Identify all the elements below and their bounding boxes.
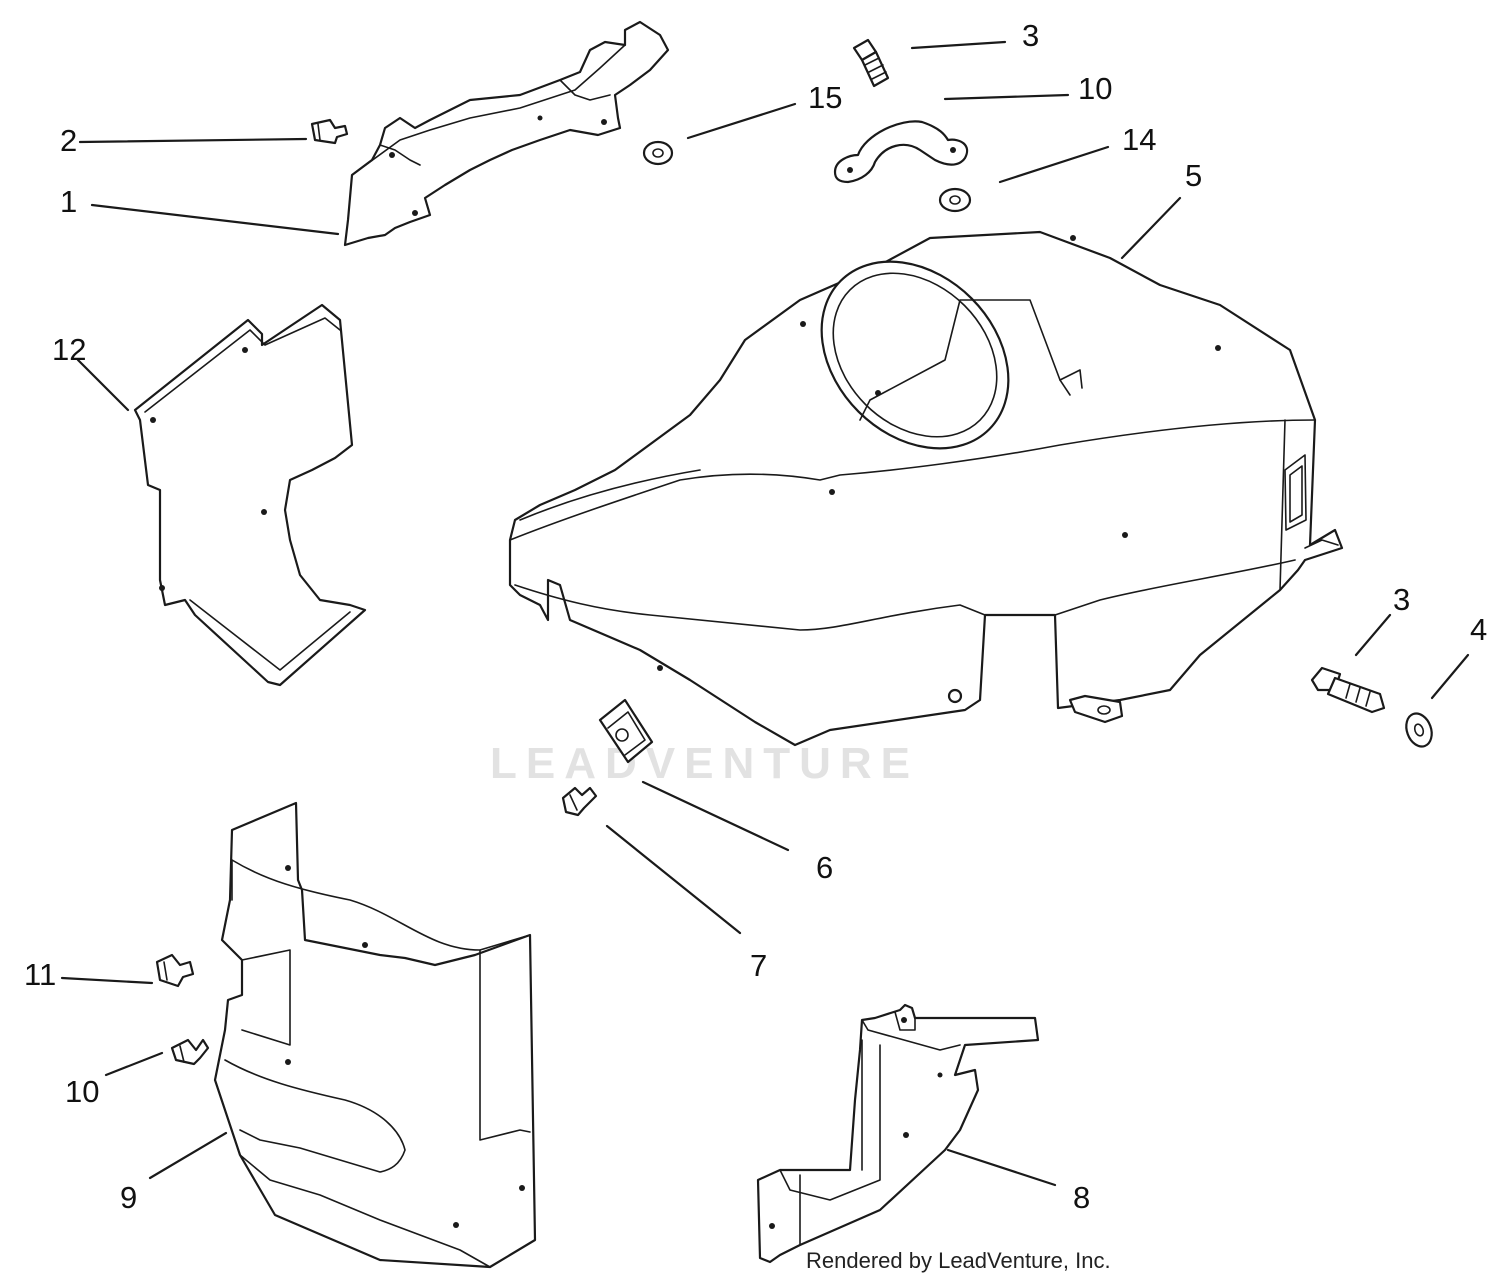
callout-15: 15: [808, 80, 842, 115]
part-9-lower-shield[interactable]: [213, 801, 537, 1269]
callout-3-right: 3: [1393, 582, 1410, 617]
part-10-screw[interactable]: [170, 1038, 210, 1066]
callout-labels: 3 10 15 2 14 5 1 12 3 4 6 7 11 10 9 8: [24, 18, 1487, 1215]
callout-1: 1: [60, 184, 77, 219]
part-11-screw[interactable]: [155, 953, 195, 988]
part-2-screw[interactable]: [310, 118, 349, 145]
callout-12: 10: [1078, 71, 1112, 106]
part-8-lower-bracket[interactable]: [756, 1003, 1040, 1264]
watermark-text: LEADVENTURE: [490, 739, 919, 788]
leader-12: [943, 93, 1070, 101]
leader-3-upper: [910, 40, 1007, 50]
leader-15: [686, 102, 797, 140]
callout-13: 12: [52, 332, 86, 367]
leader-6: [641, 780, 790, 852]
part-1-baffle[interactable]: [343, 20, 670, 247]
leader-9: [148, 1131, 228, 1180]
rendered-by-credit: Rendered by LeadVenture, Inc.: [806, 1248, 1111, 1273]
leader-2: [78, 137, 308, 144]
leader-10: [104, 1051, 164, 1077]
callout-14: 14: [1122, 122, 1156, 157]
part-3-bolt-upper[interactable]: [852, 38, 890, 88]
part-12-clamp[interactable]: [833, 120, 969, 184]
callout-8: 8: [1073, 1180, 1090, 1215]
leader-1: [90, 203, 340, 236]
part-14-washer[interactable]: [938, 187, 972, 213]
part-15-washer[interactable]: [642, 140, 674, 166]
leader-7: [605, 824, 742, 935]
leader-4: [1430, 653, 1470, 700]
leader-3-right: [1354, 613, 1392, 657]
part-5-blower-housing[interactable]: [508, 224, 1344, 747]
leader-5: [1120, 196, 1182, 260]
part-4-washer[interactable]: [1402, 710, 1436, 750]
part-13-side-shield[interactable]: [133, 303, 367, 687]
callout-3-upper: 3: [1022, 18, 1039, 53]
callout-2: 2: [60, 123, 77, 158]
callout-6: 6: [816, 850, 833, 885]
leader-8: [946, 1148, 1057, 1187]
part-7-screw[interactable]: [561, 786, 598, 817]
leader-11: [60, 976, 154, 985]
part-3-bolt-right[interactable]: [1310, 666, 1386, 714]
callout-11: 11: [24, 957, 56, 992]
leader-13: [76, 358, 130, 412]
callout-10: 10: [65, 1074, 99, 1109]
callout-7: 7: [750, 948, 767, 983]
leader-14: [998, 145, 1110, 184]
callout-9: 9: [120, 1180, 137, 1215]
part-6-clip-nut[interactable]: [598, 698, 654, 764]
callout-5: 5: [1185, 158, 1202, 193]
leader-lines: [60, 40, 1470, 1187]
callout-4: 4: [1470, 612, 1487, 647]
